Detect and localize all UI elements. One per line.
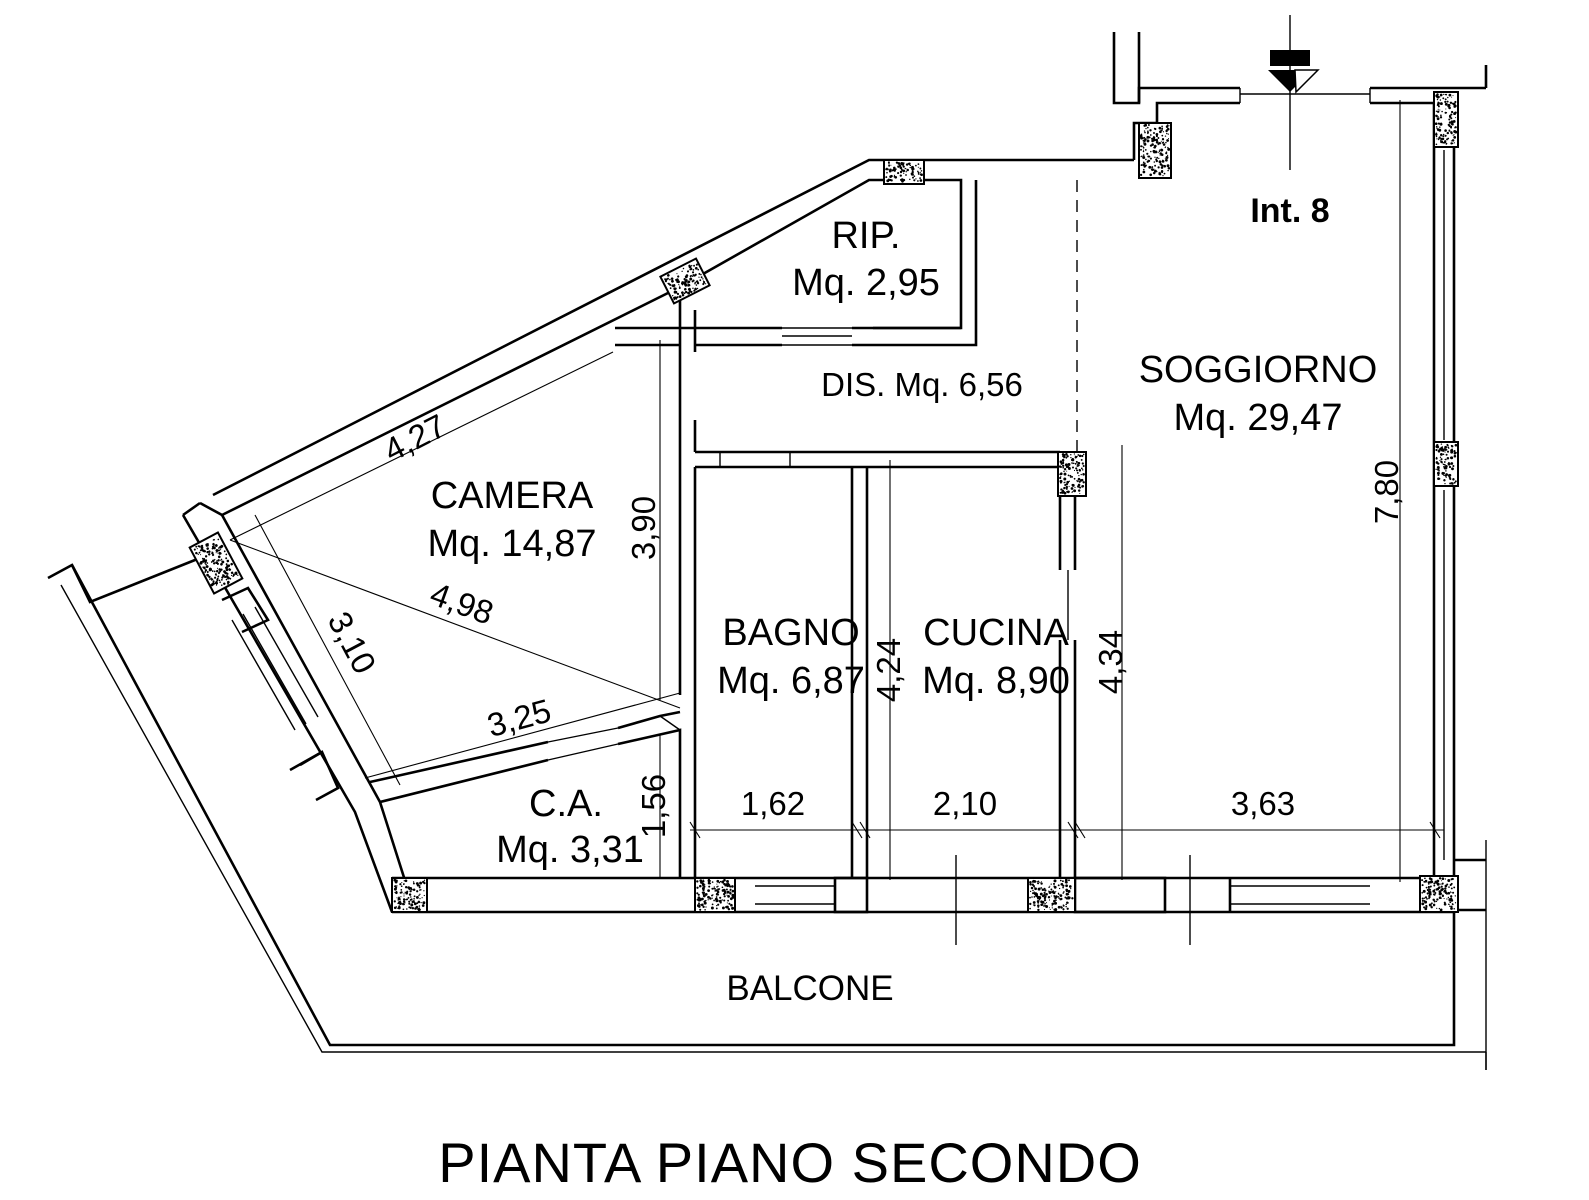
unit-label: Int. 8 <box>1250 192 1329 230</box>
interior-walls <box>369 15 1445 945</box>
concrete-pillar <box>883 159 925 185</box>
room-ca-area: Mq. 3,31 <box>496 829 644 871</box>
dim-cucina-height: 4,24 <box>870 638 907 702</box>
entrance-arrow-icon <box>1268 50 1320 94</box>
dim-camera-diag: 4,98 <box>425 575 498 632</box>
room-cucina-name: CUCINA <box>923 612 1069 654</box>
dimension-lines <box>229 100 1444 882</box>
dim-soggiorno-width: 3,63 <box>1231 785 1295 822</box>
concrete-pillar <box>659 257 711 305</box>
room-rip-name: RIP. <box>831 215 900 257</box>
plan-title: PIANTA PIANO SECONDO <box>438 1131 1142 1194</box>
dim-soggiorno-height-small: 4,34 <box>1092 630 1129 694</box>
dim-camera-height: 3,90 <box>625 496 662 560</box>
room-camera-area: Mq. 14,87 <box>428 523 597 565</box>
dim-camera-bottom: 3,25 <box>483 692 555 744</box>
dim-ca-height: 1,56 <box>635 774 672 838</box>
concrete-pillar <box>694 877 736 913</box>
room-soggiorno-area: Mq. 29,47 <box>1174 397 1343 439</box>
concrete-pillar <box>1138 122 1172 179</box>
dim-camera-side: 3,10 <box>321 606 384 680</box>
room-bagno-area: Mq. 6,87 <box>717 660 865 702</box>
room-ca-name: C.A. <box>529 783 603 825</box>
room-soggiorno-name: SOGGIORNO <box>1139 349 1378 391</box>
room-bagno-name: BAGNO <box>722 612 859 654</box>
concrete-pillar <box>1027 877 1076 913</box>
concrete-pillar <box>1419 875 1459 913</box>
room-cucina-area: Mq. 8,90 <box>922 660 1070 702</box>
dim-camera-diag-top: 4,27 <box>378 407 452 469</box>
pillars <box>188 91 1459 913</box>
dim-bagno-width: 1,62 <box>741 785 805 822</box>
outer-walls <box>47 32 1488 1070</box>
room-labels: Int. 8 RIP. Mq. 2,95 DIS. Mq. 6,56 SOGGI… <box>428 192 1378 1008</box>
room-balcone-name: BALCONE <box>726 969 893 1008</box>
concrete-pillar <box>391 877 428 913</box>
dim-soggiorno-height: 7,80 <box>1368 460 1405 524</box>
room-rip-area: Mq. 2,95 <box>792 262 940 304</box>
dimension-labels: 4,27 3,90 4,98 3,10 3,25 1,56 1,62 4,24 … <box>321 407 1405 838</box>
concrete-pillar <box>1057 451 1087 497</box>
concrete-pillar <box>188 531 244 595</box>
concrete-pillar <box>1433 441 1459 487</box>
room-camera-name: CAMERA <box>431 475 594 517</box>
room-dis-label: DIS. Mq. 6,56 <box>821 366 1023 403</box>
concrete-pillar <box>1433 91 1459 148</box>
dim-cucina-width: 2,10 <box>933 785 997 822</box>
